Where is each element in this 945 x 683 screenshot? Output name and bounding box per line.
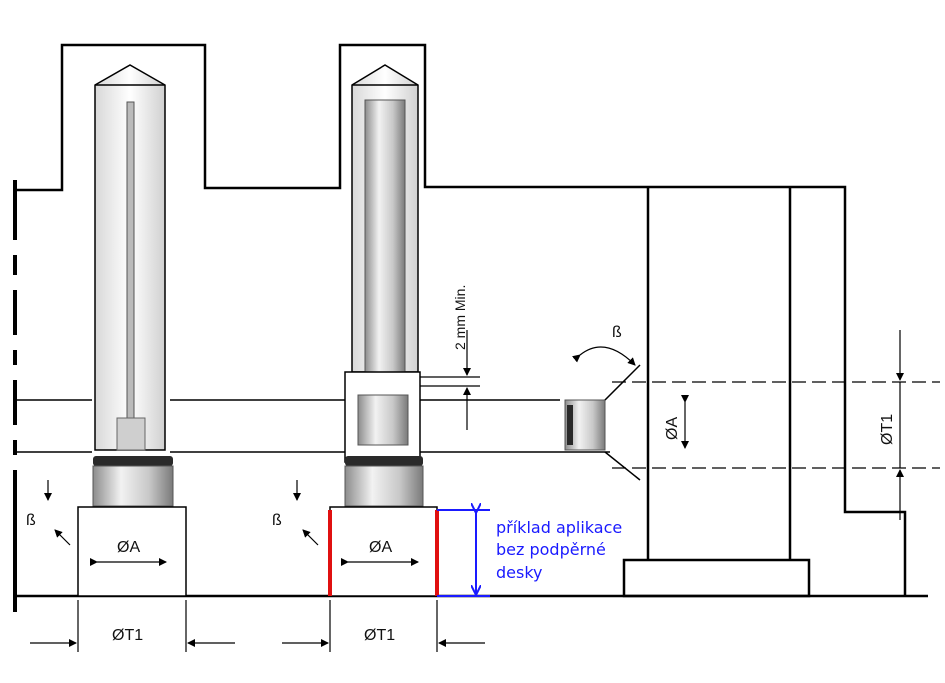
angle-beta-label-side: ß — [612, 324, 622, 341]
note-line-3: desky — [496, 563, 543, 582]
angle-beta-label-left: ß — [26, 512, 36, 529]
nozzle-middle — [329, 64, 438, 597]
angle-beta-label-middle: ß — [272, 512, 282, 529]
min-gap-label: 2 mm Min. — [452, 285, 468, 350]
manifold-lines — [15, 399, 610, 453]
nozzle-side — [564, 364, 940, 481]
note-line-1: příklad aplikace — [496, 518, 622, 537]
dia-a-label-middle: ØA — [369, 539, 392, 556]
red-highlight-walls — [328, 510, 439, 596]
dimension-lines — [30, 330, 904, 652]
note-line-2: bez podpěrné — [496, 540, 606, 559]
nozzle-left — [77, 64, 187, 597]
dia-t1-label-left: ØT1 — [112, 627, 143, 644]
dia-t1-label-side: ØT1 — [879, 414, 896, 445]
dia-t1-label-middle: ØT1 — [364, 627, 395, 644]
dia-a-label-side: ØA — [664, 417, 681, 440]
dia-a-label-left: ØA — [117, 539, 140, 556]
blue-height-dimension — [437, 510, 490, 597]
